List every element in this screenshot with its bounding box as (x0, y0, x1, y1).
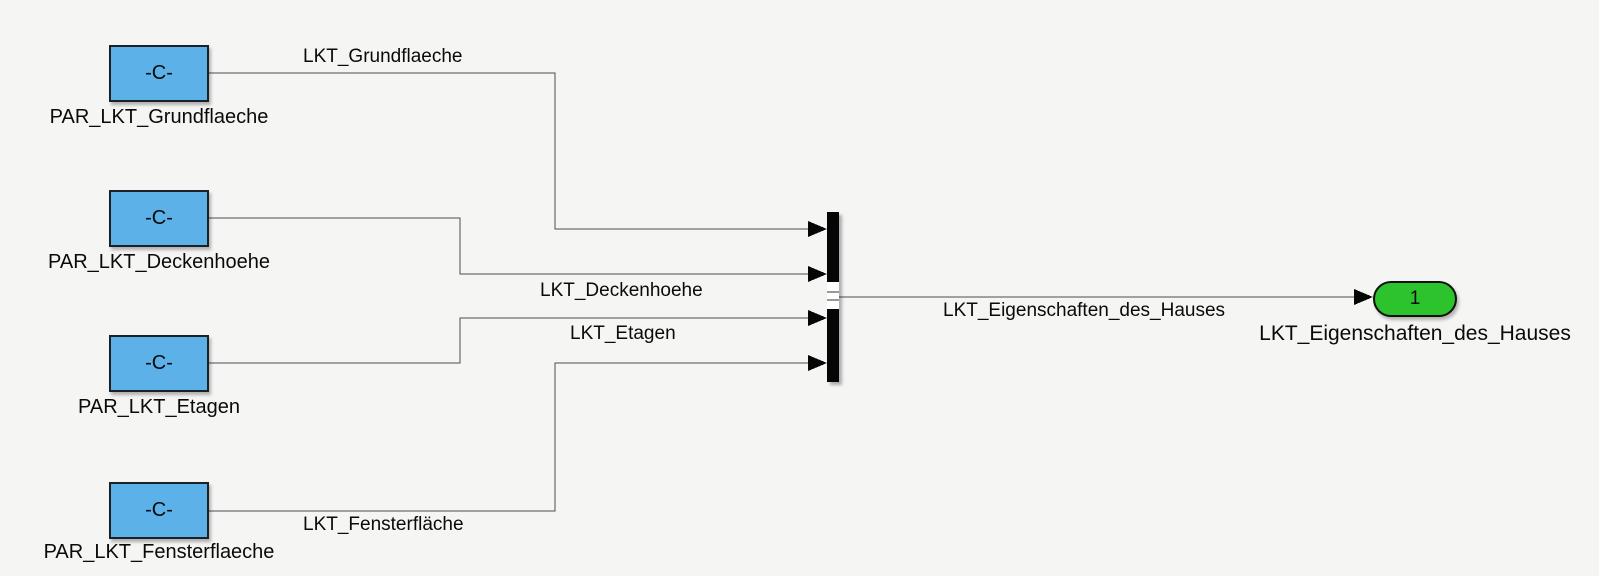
signal-line-etagen[interactable] (209, 317, 809, 364)
constant-block-value: -C- (145, 352, 173, 374)
constant-block-par-lkt-deckenhoehe[interactable]: -C- (109, 190, 209, 247)
arrowhead-icon (808, 221, 827, 237)
block-name-par-lkt-etagen[interactable]: PAR_LKT_Etagen (78, 396, 240, 418)
signal-label-etagen[interactable]: LKT_Etagen (570, 323, 676, 344)
block-name-par-lkt-fensterflaeche[interactable]: PAR_LKT_Fensterflaeche (43, 541, 275, 563)
mux-block[interactable] (827, 212, 839, 382)
arrowhead-icon (808, 266, 827, 282)
signal-line-deckenhoehe[interactable] (209, 217, 809, 275)
constant-block-value: -C- (145, 62, 173, 84)
constant-block-par-lkt-grundflaeche[interactable]: -C- (109, 45, 209, 102)
outport-name[interactable]: LKT_Eigenschaften_des_Hauses (1259, 322, 1571, 345)
signal-label-deckenhoehe[interactable]: LKT_Deckenhoehe (540, 280, 703, 301)
outport-block[interactable]: 1 (1373, 281, 1457, 317)
arrowhead-icon (1354, 289, 1373, 305)
arrowhead-icon (808, 355, 827, 371)
block-name-par-lkt-grundflaeche[interactable]: PAR_LKT_Grundflaeche (49, 106, 269, 128)
signal-label-fensterflaeche[interactable]: LKT_Fensterfläche (303, 514, 464, 535)
constant-block-par-lkt-etagen[interactable]: -C- (109, 335, 209, 392)
constant-block-value: -C- (145, 499, 173, 521)
signal-line-fensterflaeche[interactable] (209, 362, 809, 512)
signal-label-output[interactable]: LKT_Eigenschaften_des_Hauses (943, 300, 1226, 321)
block-name-par-lkt-deckenhoehe[interactable]: PAR_LKT_Deckenhoehe (48, 251, 270, 273)
arrowhead-icon (808, 310, 827, 326)
signal-line-grundflaeche[interactable] (209, 72, 809, 230)
signal-label-grundflaeche[interactable]: LKT_Grundflaeche (303, 46, 463, 67)
constant-block-par-lkt-fensterflaeche[interactable]: -C- (109, 482, 209, 539)
mux-signal-badge-icon (827, 282, 839, 309)
constant-block-value: -C- (145, 207, 173, 229)
outport-number: 1 (1409, 288, 1421, 309)
